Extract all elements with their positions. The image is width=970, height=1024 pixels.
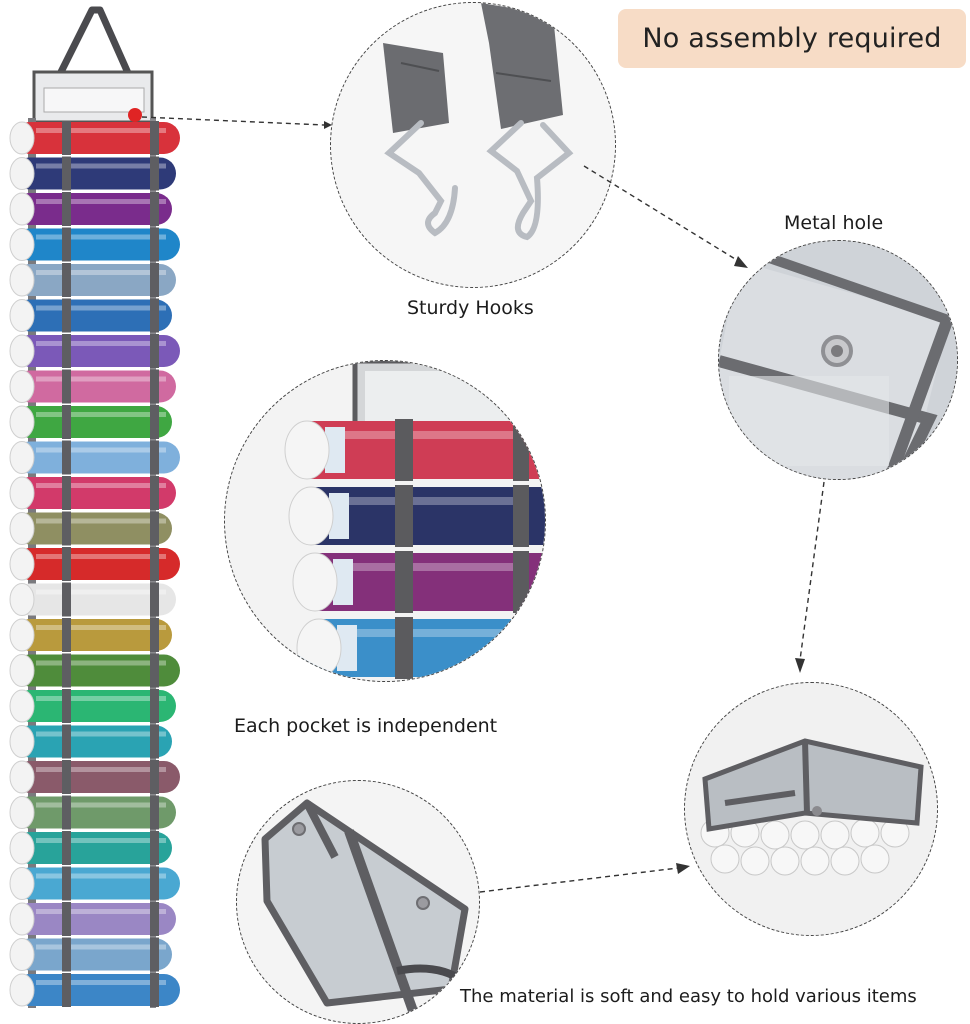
- organizer-roll: [9, 369, 176, 404]
- organizer-roll: [9, 902, 176, 936]
- pocket-roll: [284, 419, 545, 481]
- organizer-roll: [9, 440, 180, 475]
- rolled-bundle-circle: [684, 682, 938, 936]
- organizer-roll: [9, 405, 172, 439]
- organizer-roll: [9, 724, 172, 759]
- organizer-roll: [9, 653, 180, 688]
- organizer-roll: [9, 866, 180, 901]
- hooks-icon: [383, 3, 574, 241]
- organizer-roll: [9, 298, 172, 333]
- organizer-roll: [9, 121, 180, 155]
- grommet-icon: [719, 241, 957, 479]
- organizer-roll: [9, 476, 176, 510]
- headline-text: No assembly required: [642, 23, 942, 54]
- organizer-roll: [9, 511, 172, 546]
- organizer-roll: [9, 582, 176, 617]
- organizer-roll: [9, 227, 180, 262]
- arrow-hooks-to-hole: [583, 165, 748, 268]
- hooks-detail-circle: [330, 2, 616, 288]
- arrow-hole-to-bundle: [795, 481, 825, 673]
- pocket-roll: [288, 485, 545, 547]
- organizer-roll: [9, 973, 180, 1007]
- caption-metal-hole: Metal hole: [784, 212, 884, 234]
- caption-hooks: Sturdy Hooks: [407, 297, 534, 319]
- organizer-roll: [9, 831, 172, 865]
- headline-badge: No assembly required: [618, 9, 966, 68]
- caption-pocket: Each pocket is independent: [234, 715, 498, 737]
- organizer-rolls: [9, 121, 180, 1007]
- organizer-roll: [9, 795, 176, 830]
- arrow-organizer-to-hooks: [141, 116, 332, 129]
- material-roll-circle: [236, 780, 480, 1024]
- pocket-rolls-image: [284, 361, 545, 679]
- organizer-roll: [9, 760, 180, 794]
- organizer-roll: [9, 937, 172, 972]
- arrow-roll-to-bundle: [479, 863, 690, 893]
- folded-fabric-image: [261, 799, 469, 1021]
- organizer-roll: [9, 192, 172, 226]
- organizer-roll: [9, 689, 176, 723]
- organizer-roll: [9, 547, 180, 581]
- hanging-organizer-image: [9, 6, 180, 1008]
- pocket-roll: [296, 617, 545, 679]
- pocket-roll: [292, 551, 545, 613]
- rolled-bundle-image: [700, 738, 924, 876]
- organizer-roll: [9, 618, 172, 652]
- organizer-roll: [9, 334, 180, 368]
- organizer-roll: [9, 263, 176, 297]
- organizer-roll: [9, 156, 176, 191]
- caption-material: The material is soft and easy to hold va…: [460, 986, 917, 1007]
- pocket-detail-circle: [224, 360, 546, 682]
- metal-hole-detail-circle: [718, 240, 958, 480]
